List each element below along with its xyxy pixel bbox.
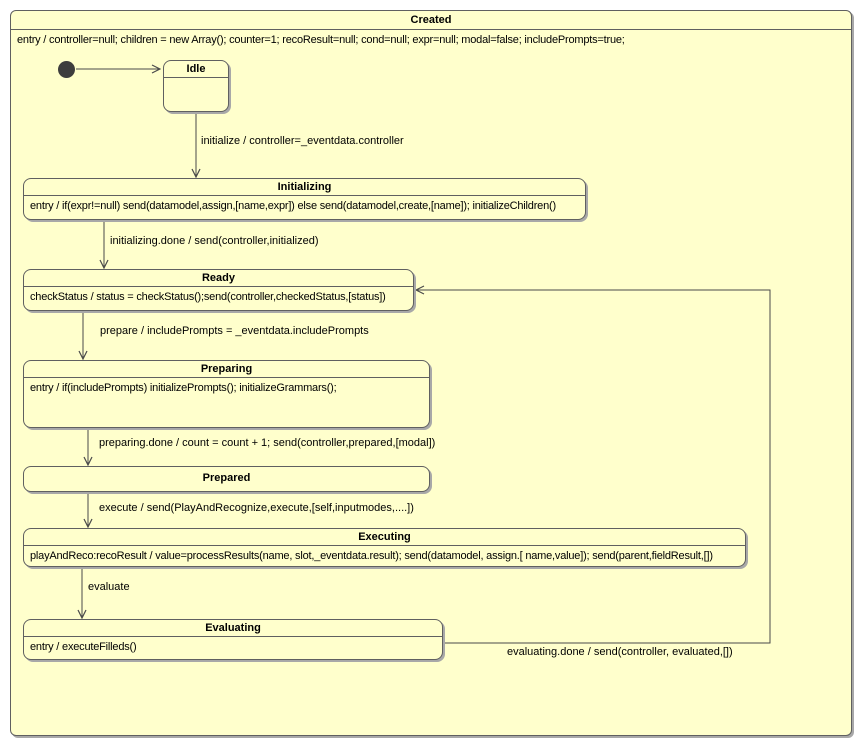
state-ready-internal-transition: checkStatus / status = checkStatus();sen… [30,291,386,303]
state-executing-title: Executing [24,529,745,546]
initial-state-marker[interactable] [58,61,75,78]
state-executing[interactable]: Executing playAndReco:recoResult / value… [23,528,746,567]
state-initializing[interactable]: Initializing entry / if(expr!=null) send… [23,178,586,220]
state-created-title: Created [11,11,851,30]
state-ready[interactable]: Ready checkStatus / status = checkStatus… [23,269,414,311]
state-initializing-title: Initializing [24,179,585,196]
transition-label-preparing-done[interactable]: preparing.done / count = count + 1; send… [99,437,436,449]
state-idle-title: Idle [164,61,228,78]
state-ready-title: Ready [24,270,413,287]
state-initializing-entry-action: entry / if(expr!=null) send(datamodel,as… [30,200,556,212]
state-evaluating[interactable]: Evaluating entry / executeFilleds() [23,619,443,660]
state-idle-body [164,78,228,84]
transition-label-initialize[interactable]: initialize / controller=_eventdata.contr… [201,135,404,147]
state-idle[interactable]: Idle [163,60,229,112]
state-preparing-entry-action: entry / if(includePrompts) initializePro… [30,382,337,394]
transition-label-execute[interactable]: execute / send(PlayAndRecognize,execute,… [99,502,414,514]
state-evaluating-title: Evaluating [24,620,442,637]
edge-evaluating-to-ready[interactable] [416,290,771,644]
transition-label-prepare[interactable]: prepare / includePrompts = _eventdata.in… [100,325,369,337]
transition-label-initializing-done[interactable]: initializing.done / send(controller,init… [110,235,319,247]
transition-label-evaluate[interactable]: evaluate [88,581,130,593]
state-prepared-title: Prepared [202,472,251,484]
transition-label-evaluating-done[interactable]: evaluating.done / send(controller, evalu… [507,646,733,658]
state-preparing[interactable]: Preparing entry / if(includePrompts) ini… [23,360,430,428]
state-prepared[interactable]: Prepared [23,466,430,492]
state-executing-internal-transition: playAndReco:recoResult / value=processRe… [30,550,713,562]
state-created-entry-action: entry / controller=null; children = new … [17,34,625,46]
state-preparing-title: Preparing [24,361,429,378]
state-evaluating-entry-action: entry / executeFilleds() [30,641,137,653]
